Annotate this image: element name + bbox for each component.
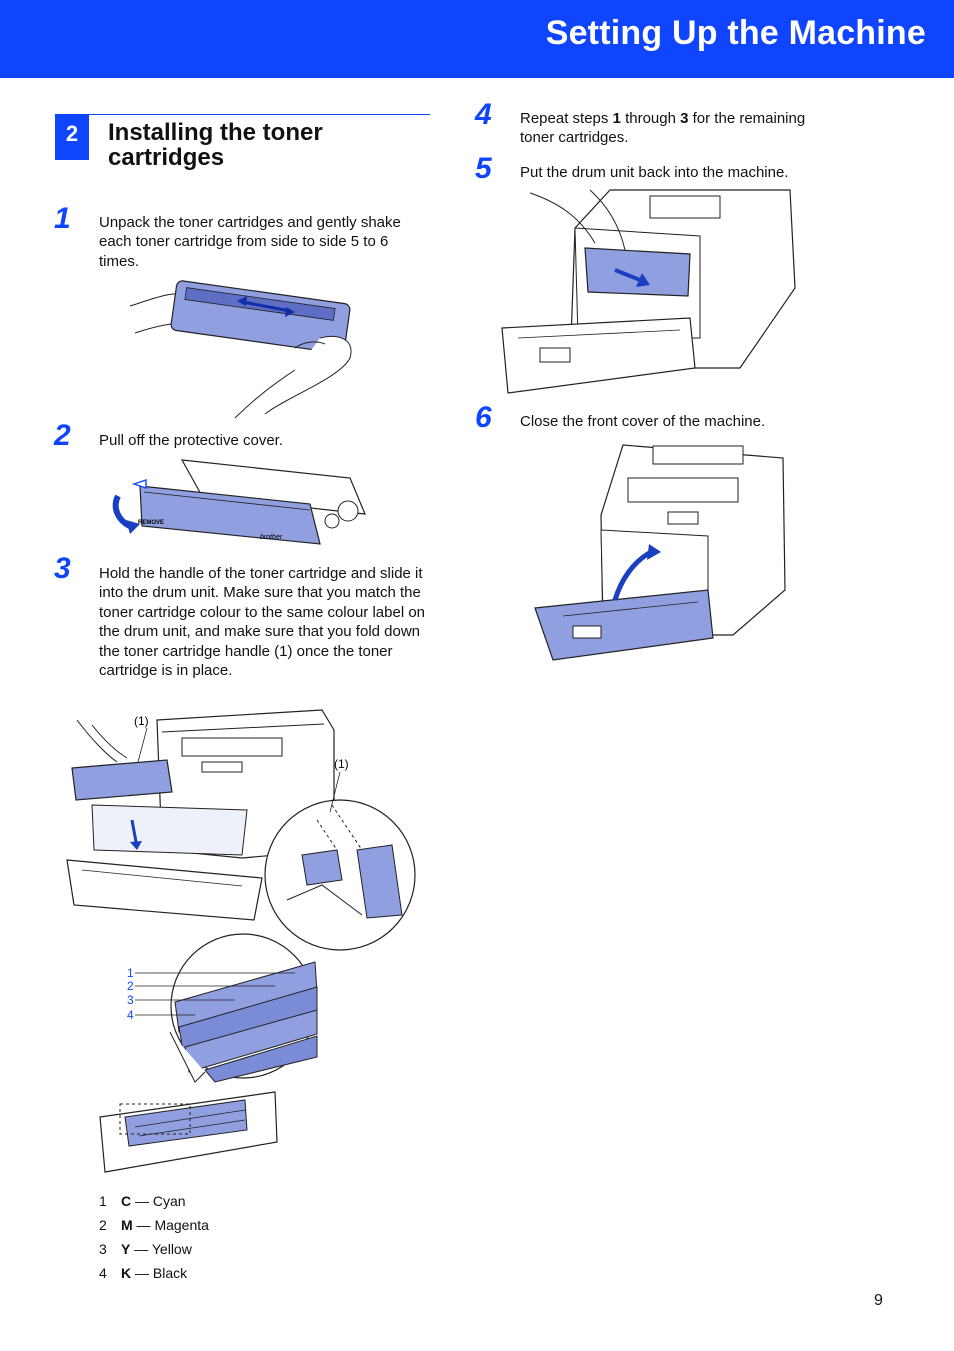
legend-num: 1 [99, 1193, 107, 1209]
step-6-text: Close the front cover of the machine. [520, 413, 766, 430]
step-5-number: 5 [475, 152, 492, 185]
legend-code: K [121, 1265, 132, 1281]
remove-tab-label: REMOVE [138, 520, 164, 526]
legend-name: — Cyan [131, 1193, 186, 1209]
slot-number-1: 1 [127, 966, 134, 980]
legend-name: — Yellow [130, 1241, 192, 1257]
slot-number-4: 4 [127, 1008, 134, 1022]
insert-drum-illustration [501, 189, 796, 394]
legend-code: Y [121, 1241, 131, 1257]
brand-mark-a: brother [260, 534, 283, 541]
step-1-text: Unpack the toner cartridges and gently s… [99, 214, 401, 270]
step-4-text: Repeat steps 1 through 3 for the remaini… [520, 110, 806, 147]
step-4-number: 4 [475, 98, 492, 131]
handle-callout-label-a: (1) [134, 714, 149, 728]
legend-name: — Black [131, 1265, 188, 1281]
section-title: Installing the toner cartridges [108, 119, 323, 171]
close-cover-illustration [534, 444, 786, 661]
slot-number-2: 2 [127, 979, 134, 993]
step-2-number: 2 [54, 419, 71, 452]
shake-cartridge-illustration [129, 280, 352, 419]
remove-cover-illustration: REMOVE brother [112, 459, 366, 545]
legend-code: M [121, 1217, 133, 1233]
legend-num: 2 [99, 1217, 107, 1233]
section-rule [58, 114, 430, 115]
step-2-text: Pull off the protective cover. [99, 432, 283, 449]
step-3-number: 3 [54, 552, 71, 585]
page-number: 9 [874, 1292, 883, 1309]
step-6-number: 6 [475, 401, 492, 434]
slot-number-3: 3 [127, 993, 134, 1007]
handle-callout-label-b: (1) [334, 757, 349, 771]
legend-code: C [121, 1193, 132, 1209]
page-header-bar: Setting Up the Machine [0, 0, 954, 78]
section-number-badge: 2 [55, 114, 89, 160]
insert-toner-illustration: (1) (1) [66, 709, 416, 951]
step-5-text: Put the drum unit back into the machine. [520, 164, 789, 181]
step-1-number: 1 [54, 202, 71, 235]
toner-slot-order-illustration: 1 2 3 4 [99, 933, 318, 1173]
legend-num: 4 [99, 1265, 107, 1281]
legend-name: — Magenta [132, 1217, 209, 1233]
step-3-text: Hold the handle of the toner cartridge a… [99, 565, 426, 680]
legend-num: 3 [99, 1241, 107, 1257]
page-header-title: Setting Up the Machine [545, 14, 926, 52]
